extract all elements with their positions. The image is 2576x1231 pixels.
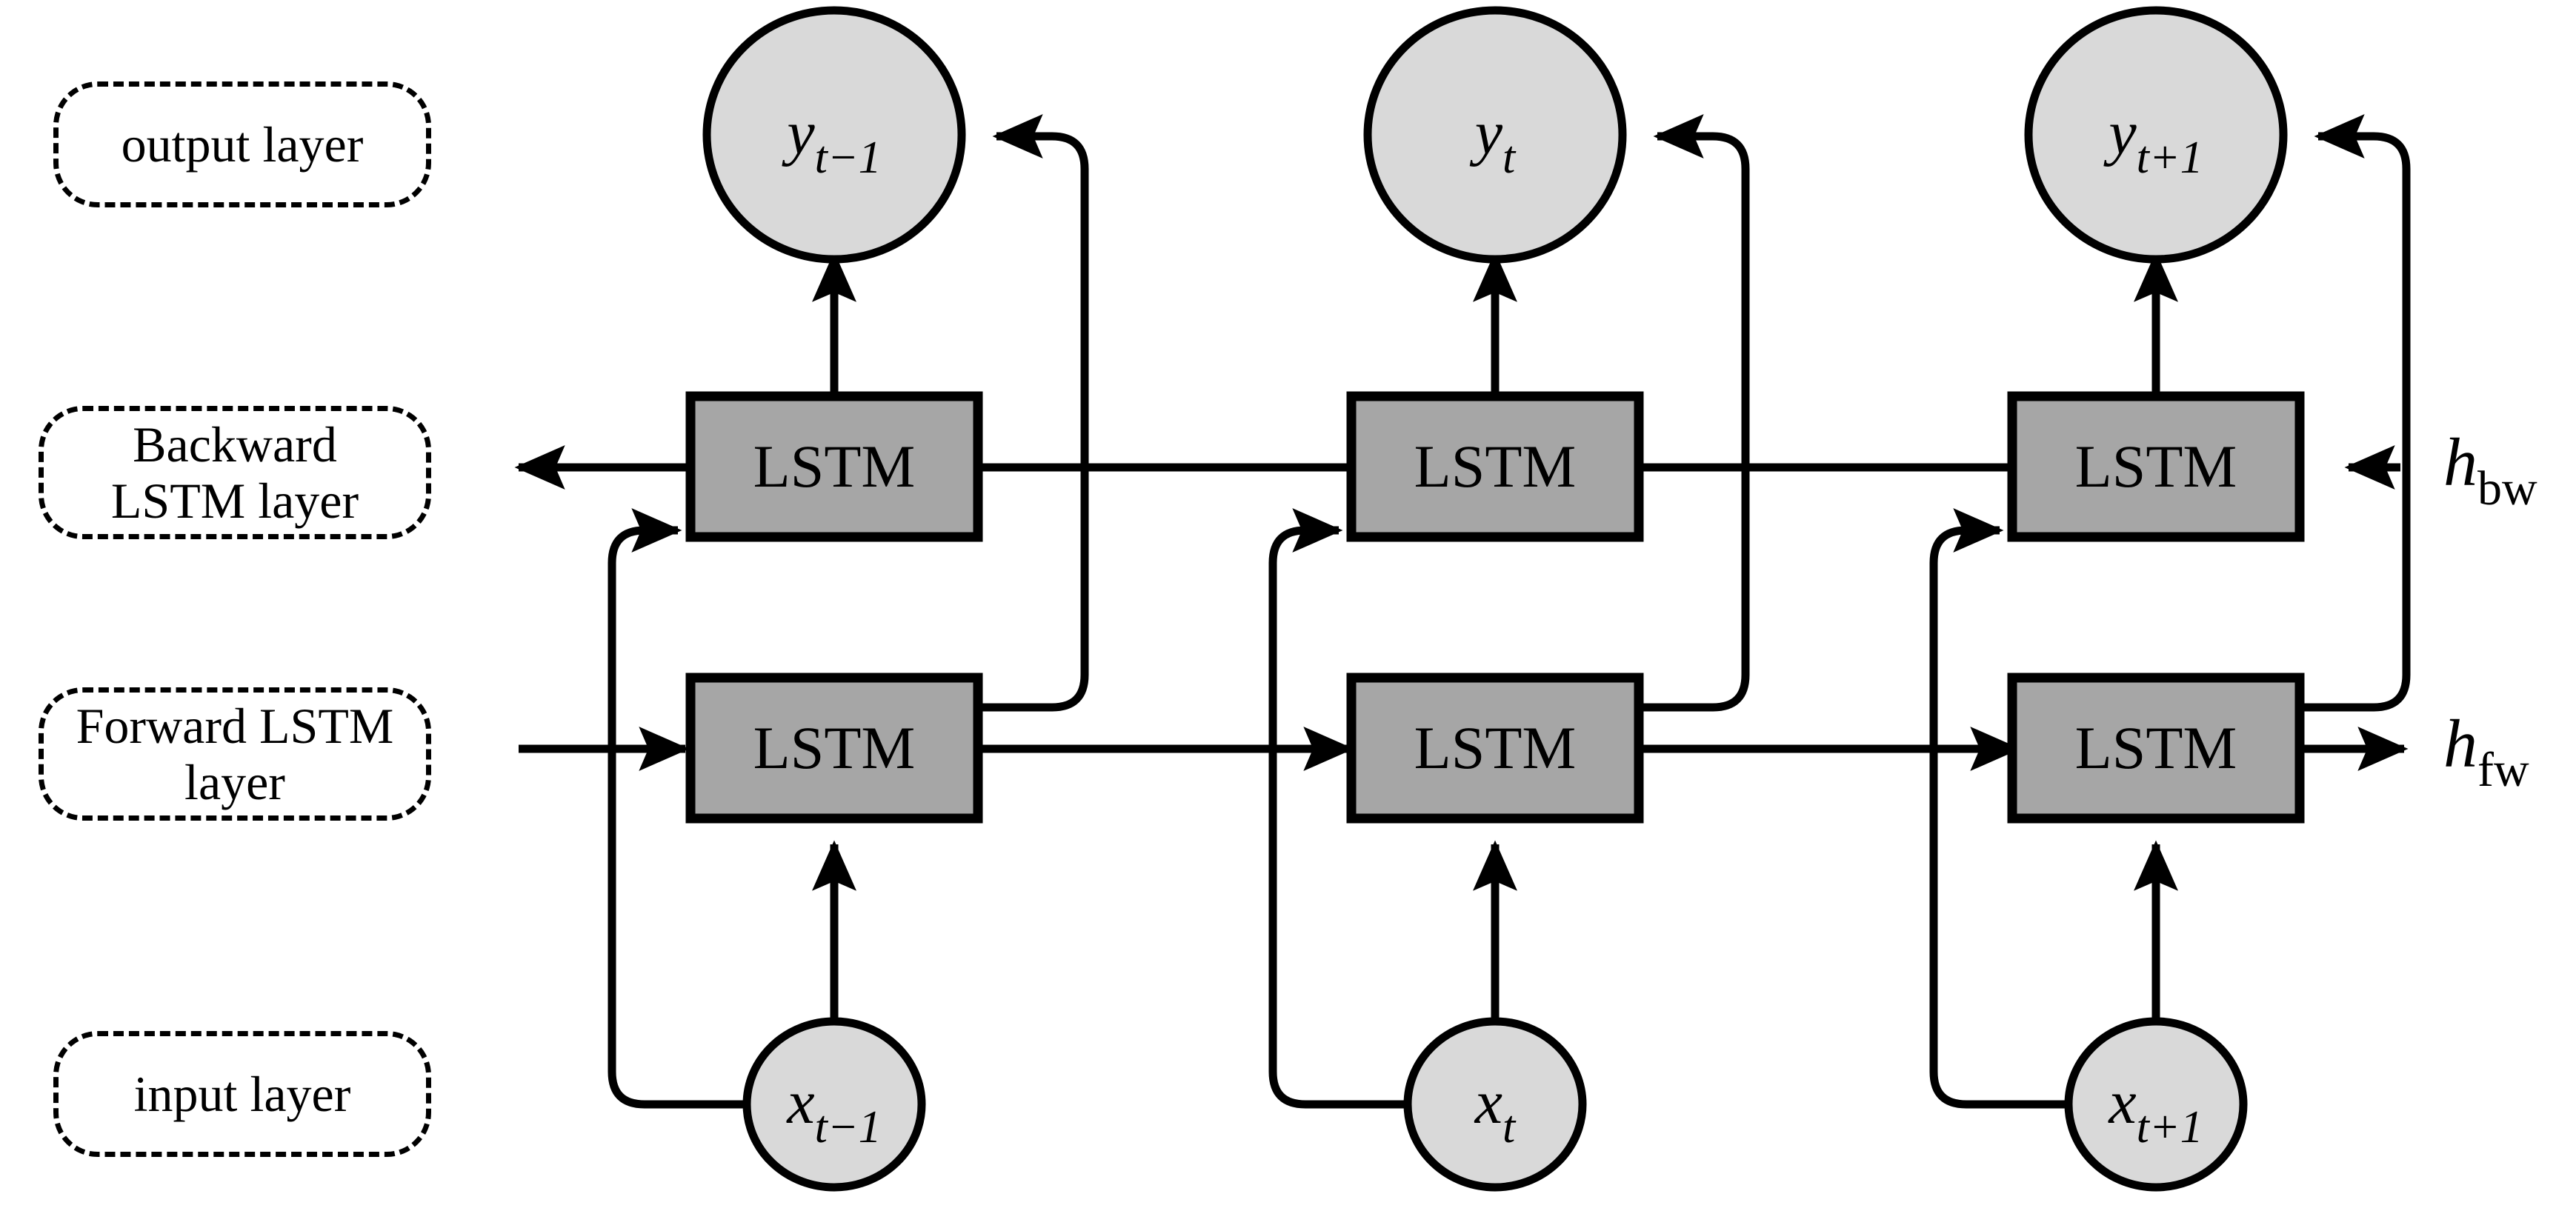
forward-lstm-cell-t-label: LSTM — [1414, 714, 1577, 781]
edge-input-2-to-backward-2 — [1268, 507, 1409, 1109]
backward-lstm-cell-t-plus-1[interactable] — [2007, 391, 2305, 542]
output-node-y-t-plus-1[interactable] — [2024, 6, 2288, 264]
output-node-y-t-sub: t — [1502, 133, 1517, 183]
edge-input-1-to-backward-1 — [608, 507, 748, 1109]
layer-label-forward-lstm-layer-line-2: layer — [184, 754, 285, 810]
input-node-x-t-label: xt — [1474, 1068, 1517, 1152]
hidden-state-label-forward: hfw — [2443, 706, 2529, 797]
forward-lstm-cell-t-plus-1[interactable] — [2007, 673, 2305, 824]
layer-label-backward-lstm-layer-line-2: LSTM layer — [110, 473, 359, 529]
layer-label-input-layer-line-1: input layer — [133, 1065, 351, 1122]
input-node-x-t-minus-1-base: x — [785, 1068, 814, 1137]
hidden-state-label-backward-sub: bw — [2477, 461, 2537, 516]
backward-lstm-cell-t-minus-1[interactable] — [685, 391, 983, 542]
edge-forward-1-to-output-1 — [978, 113, 1089, 712]
hidden-state-label-forward-sub: fw — [2477, 743, 2529, 797]
layer-label-forward-lstm-layer: Forward LSTM layer — [39, 687, 431, 821]
input-node-x-t-plus-1[interactable] — [2064, 1017, 2248, 1192]
input-node-x-t-minus-1-sub: t−1 — [815, 1102, 882, 1152]
input-node-x-t-minus-1-label: xt−1 — [785, 1068, 881, 1152]
edge-input-3-to-backward-3 — [1929, 507, 2070, 1109]
input-node-x-t-plus-1-sub: t+1 — [2137, 1102, 2203, 1152]
layer-label-backward-lstm-layer-line-1: Backward — [133, 416, 337, 473]
edge-forward-3-to-output-3 — [2300, 113, 2411, 712]
hidden-state-label-forward-base: h — [2443, 706, 2477, 781]
hidden-state-label-backward: hbw — [2443, 424, 2537, 516]
input-node-x-t[interactable] — [1403, 1017, 1587, 1192]
output-node-y-t-label: yt — [1469, 99, 1517, 183]
output-layer-nodes: yt−1 yt yt+1 — [702, 6, 2288, 264]
backward-lstm-cells: LSTM LSTM LSTM — [685, 391, 2305, 542]
output-node-y-t-base: y — [1469, 99, 1503, 167]
layer-label-output-layer-line-1: output layer — [121, 116, 364, 173]
input-node-x-t-plus-1-label: xt+1 — [2107, 1068, 2203, 1152]
forward-lstm-cell-t-minus-1-label: LSTM — [753, 714, 916, 781]
output-node-y-t-minus-1[interactable] — [702, 6, 966, 264]
edge-forward-2-to-output-2 — [1639, 113, 1750, 712]
layer-label-output-layer: output layer — [53, 81, 431, 207]
output-node-y-t-minus-1-sub: t−1 — [815, 133, 882, 183]
connector-lines — [514, 113, 2411, 1109]
forward-lstm-cell-t-minus-1[interactable] — [685, 673, 983, 824]
output-node-y-t-minus-1-base: y — [781, 99, 815, 167]
output-node-y-t-minus-1-label: yt−1 — [781, 99, 881, 183]
backward-lstm-cell-t-label: LSTM — [1414, 433, 1577, 500]
backward-lstm-cell-t[interactable] — [1346, 391, 1644, 542]
output-node-y-t[interactable] — [1363, 6, 1627, 264]
hidden-state-labels: hbw hfw — [2443, 424, 2537, 797]
layer-label-input-layer: input layer — [53, 1031, 431, 1157]
hidden-state-label-backward-base: h — [2443, 424, 2477, 500]
output-node-y-t-plus-1-label: yt+1 — [2103, 99, 2203, 183]
layer-label-forward-lstm-layer-line-1: Forward LSTM — [76, 697, 394, 754]
backward-lstm-cell-t-plus-1-label: LSTM — [2075, 433, 2237, 500]
input-node-x-t-base: x — [1474, 1068, 1502, 1137]
output-node-y-t-plus-1-base: y — [2103, 99, 2137, 167]
input-layer-nodes: xt−1 xt xt+1 — [742, 1017, 2248, 1192]
input-node-x-t-sub: t — [1502, 1102, 1517, 1152]
forward-lstm-cells: LSTM LSTM LSTM — [685, 673, 2305, 824]
input-node-x-t-minus-1[interactable] — [742, 1017, 926, 1192]
forward-lstm-cell-t-plus-1-label: LSTM — [2075, 714, 2237, 781]
input-node-x-t-plus-1-base: x — [2107, 1068, 2136, 1137]
layer-label-backward-lstm-layer: Backward LSTM layer — [39, 406, 431, 539]
forward-lstm-cell-t[interactable] — [1346, 673, 1644, 824]
backward-lstm-cell-t-minus-1-label: LSTM — [753, 433, 916, 500]
output-node-y-t-plus-1-sub: t+1 — [2137, 133, 2203, 183]
